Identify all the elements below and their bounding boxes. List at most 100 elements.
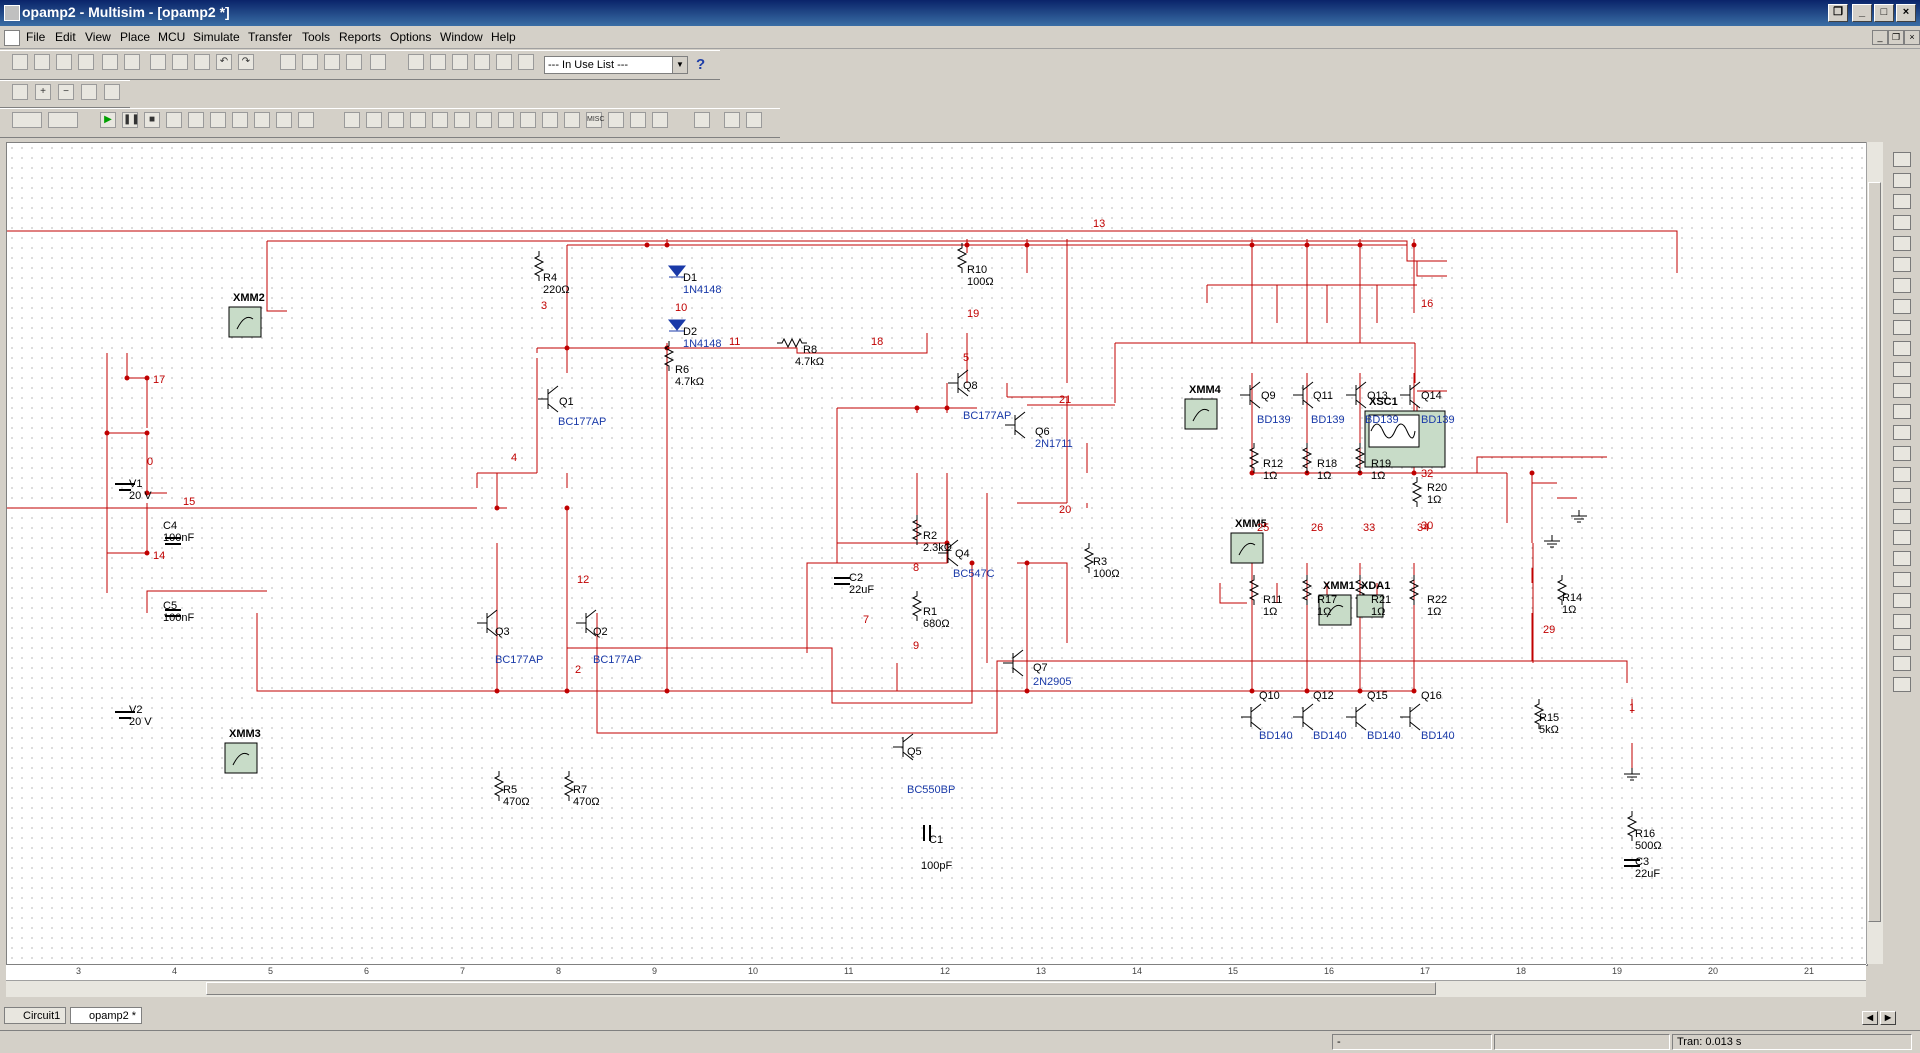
place-transistor-icon[interactable]: [410, 112, 426, 128]
maximize-icon[interactable]: □: [1874, 4, 1894, 22]
restore-window-icon[interactable]: ❐: [1828, 4, 1848, 22]
zoom-out-icon[interactable]: −: [58, 84, 74, 100]
place-electromech-icon[interactable]: [652, 112, 668, 128]
menu-tools[interactable]: Tools: [302, 30, 331, 44]
component-c4[interactable]: [165, 537, 181, 545]
tab-next-icon[interactable]: ▶: [1880, 1011, 1896, 1025]
in-use-list-select[interactable]: --- In Use List --- ▼: [544, 56, 688, 74]
instrument-tool-icon[interactable]: [1893, 257, 1911, 272]
component-d2[interactable]: [667, 319, 687, 332]
component-c5[interactable]: [165, 609, 181, 617]
instrument-tool-icon[interactable]: [1893, 362, 1911, 377]
instrument-tool-icon[interactable]: [1893, 551, 1911, 566]
postprocessor-icon[interactable]: [408, 54, 424, 70]
redo-icon[interactable]: ↷: [238, 54, 254, 70]
menu-reports[interactable]: Reports: [339, 30, 382, 44]
menu-place[interactable]: Place: [120, 30, 151, 44]
create-component-icon[interactable]: [346, 54, 362, 70]
component-r1[interactable]: [911, 591, 923, 621]
component-v1[interactable]: [115, 483, 135, 491]
tab-prev-icon[interactable]: ◀: [1862, 1011, 1878, 1025]
instrument-tool-icon[interactable]: [1893, 593, 1911, 608]
paste-icon[interactable]: [194, 54, 210, 70]
zoom-full-icon[interactable]: [104, 84, 120, 100]
chevron-down-icon[interactable]: ▼: [672, 57, 687, 73]
component-c1[interactable]: [923, 825, 931, 841]
backannotate-icon[interactable]: [474, 54, 490, 70]
component-r19[interactable]: [1354, 443, 1366, 473]
component-q14[interactable]: [1400, 381, 1421, 409]
component-c2[interactable]: [834, 577, 850, 585]
menu-options[interactable]: Options: [390, 30, 432, 44]
component-r20[interactable]: [1411, 477, 1423, 507]
component-q7[interactable]: [1003, 649, 1024, 677]
horizontal-scroll-thumb[interactable]: [206, 982, 1436, 995]
place-basic-icon[interactable]: [366, 112, 382, 128]
probe-icon[interactable]: [166, 112, 182, 128]
component-q10[interactable]: [1241, 703, 1262, 731]
place-hierarchical-icon[interactable]: [724, 112, 740, 128]
instrument-xda1[interactable]: [1356, 594, 1384, 618]
run-simulation-icon[interactable]: ▶: [100, 112, 116, 128]
instrument-tool-icon[interactable]: [1893, 320, 1911, 335]
place-cmos-icon[interactable]: [476, 112, 492, 128]
instrument-tool-icon[interactable]: [1893, 194, 1911, 209]
place-connector-icon[interactable]: [746, 112, 762, 128]
menu-edit[interactable]: Edit: [55, 30, 76, 44]
close-icon[interactable]: ×: [1896, 4, 1916, 22]
component-q6[interactable]: [1005, 411, 1026, 439]
schematic[interactable]: D11N4148D21N4148R4220ΩR10100ΩR84.7kΩR64.…: [7, 143, 1867, 965]
step-over-icon[interactable]: [210, 112, 226, 128]
component-q4[interactable]: [938, 539, 959, 567]
component-q9[interactable]: [1240, 381, 1261, 409]
component-q12[interactable]: [1293, 703, 1314, 731]
transfer-icon[interactable]: [518, 54, 534, 70]
place-power-icon[interactable]: [542, 112, 558, 128]
minimize-icon[interactable]: _: [1852, 4, 1872, 22]
component-q2[interactable]: [576, 609, 597, 637]
instrument-tool-icon[interactable]: [1893, 488, 1911, 503]
breakpoint-icon[interactable]: [254, 112, 270, 128]
mdi-minimize-icon[interactable]: _: [1872, 30, 1888, 45]
menu-transfer[interactable]: Transfer: [248, 30, 293, 44]
print-preview-icon[interactable]: [124, 54, 140, 70]
component-r14[interactable]: [1556, 575, 1568, 605]
design-toolbox-icon[interactable]: [280, 54, 296, 70]
place-rf-icon[interactable]: [630, 112, 646, 128]
instrument-tool-icon[interactable]: [1893, 509, 1911, 524]
instrument-tool-icon[interactable]: [1893, 404, 1911, 419]
sim-switch-off-icon[interactable]: [48, 112, 78, 128]
instrument-tool-icon[interactable]: [1893, 299, 1911, 314]
component-q5[interactable]: [893, 733, 914, 761]
instrument-tool-icon[interactable]: [1893, 341, 1911, 356]
menu-file[interactable]: File: [26, 30, 46, 44]
step-icon[interactable]: [188, 112, 204, 128]
component-q8[interactable]: [948, 369, 969, 397]
component-r10[interactable]: [956, 243, 968, 273]
tab-circuit1[interactable]: Circuit1: [4, 1007, 66, 1024]
component-q13[interactable]: [1346, 381, 1367, 409]
instrument-tool-icon[interactable]: [1893, 572, 1911, 587]
copy-icon[interactable]: [172, 54, 188, 70]
component-r18[interactable]: [1301, 443, 1313, 473]
component-r17[interactable]: [1301, 575, 1313, 605]
instrument-xmm3[interactable]: [224, 742, 258, 774]
save-icon[interactable]: [78, 54, 94, 70]
instrument-tool-icon[interactable]: [1893, 656, 1911, 671]
instrument-tool-icon[interactable]: [1893, 614, 1911, 629]
pause-simulation-icon[interactable]: ❚❚: [122, 112, 140, 128]
zoom-in-icon[interactable]: +: [35, 84, 51, 100]
capture-screen-icon[interactable]: [452, 54, 468, 70]
open-icon[interactable]: [34, 54, 50, 70]
component-r6[interactable]: [663, 341, 675, 371]
instrument-tool-icon[interactable]: [1893, 530, 1911, 545]
place-indicator-icon[interactable]: [564, 112, 580, 128]
instrument-xsc1[interactable]: [1364, 410, 1446, 468]
sim-switch-icon[interactable]: [12, 112, 42, 128]
print-circuit-icon[interactable]: [102, 54, 118, 70]
component-r8[interactable]: [777, 337, 807, 349]
mdi-close-icon[interactable]: ×: [1904, 30, 1920, 45]
menu-simulate[interactable]: Simulate: [193, 30, 240, 44]
help-icon[interactable]: ?: [696, 56, 706, 73]
